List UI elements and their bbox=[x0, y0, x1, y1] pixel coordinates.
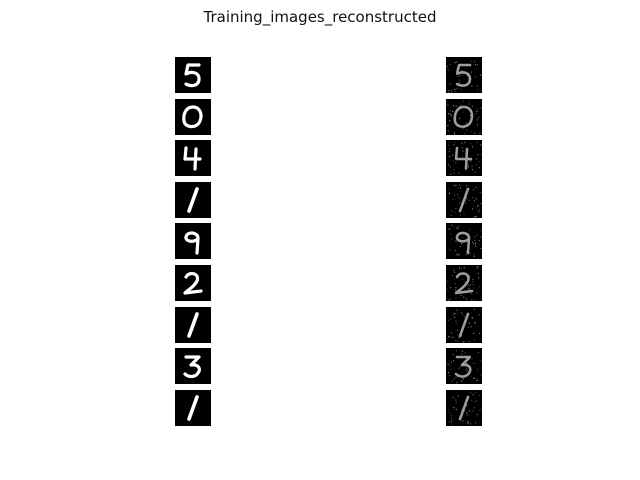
reconstructed-digit-image bbox=[446, 389, 482, 426]
original-digit-image bbox=[175, 140, 211, 177]
original-digit-image bbox=[175, 181, 211, 218]
original-digit-image bbox=[175, 306, 211, 343]
original-digit-image bbox=[175, 348, 211, 385]
original-images-column bbox=[175, 57, 211, 426]
reconstructed-digit-image bbox=[446, 223, 482, 260]
reconstructed-digit-image bbox=[446, 140, 482, 177]
reconstructed-digit-image bbox=[446, 181, 482, 218]
original-digit-image bbox=[175, 389, 211, 426]
reconstructed-digit-image bbox=[446, 306, 482, 343]
reconstructed-digit-image bbox=[446, 57, 482, 93]
reconstructed-digit-image bbox=[446, 348, 482, 385]
original-digit-image bbox=[175, 264, 211, 301]
figure-title: Training_images_reconstructed bbox=[203, 8, 437, 26]
reconstructed-digit-image bbox=[446, 98, 482, 135]
original-digit-image bbox=[175, 98, 211, 135]
original-digit-image bbox=[175, 223, 211, 260]
original-digit-image bbox=[175, 57, 211, 93]
reconstructed-images-column bbox=[446, 57, 482, 426]
reconstructed-digit-image bbox=[446, 264, 482, 301]
